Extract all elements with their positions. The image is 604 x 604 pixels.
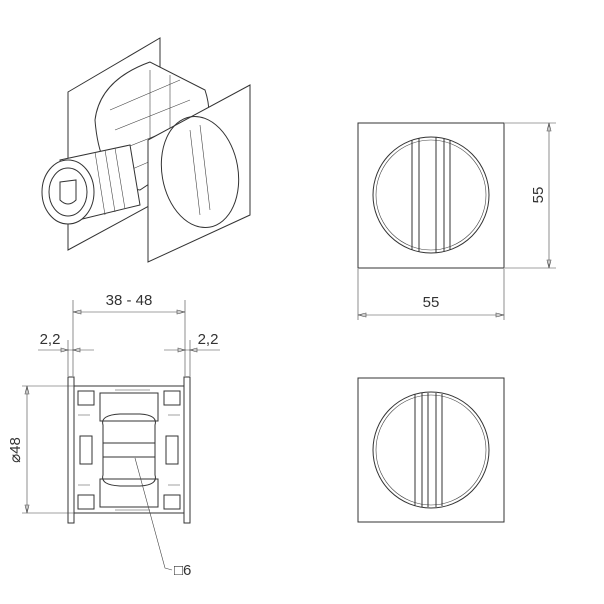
spindle-hole-icon — [59, 179, 77, 205]
isometric-view — [41, 37, 251, 263]
height-dimension: 55 — [530, 187, 547, 204]
right-plate-thickness: 2,2 — [198, 331, 219, 348]
front-view-bottom — [357, 377, 505, 523]
diameter-dimension: ⌀48 — [7, 437, 24, 463]
spindle-dimension: □6 — [174, 562, 191, 579]
side-view: 38 - 48 2,2 2,2 ⌀48 □6 — [7, 292, 220, 579]
front-rosette — [160, 115, 240, 229]
width-dimension: 55 — [423, 294, 440, 311]
front-view-top: 55 55 — [357, 122, 556, 320]
left-plate — [67, 376, 75, 524]
front-plate — [147, 84, 251, 263]
thumbturn-face — [41, 159, 95, 225]
left-plate-thickness: 2,2 — [40, 331, 61, 348]
right-plate — [183, 376, 191, 524]
rosette — [372, 136, 490, 254]
rosette — [372, 391, 490, 509]
width-range-dimension: 38 - 48 — [106, 292, 153, 309]
